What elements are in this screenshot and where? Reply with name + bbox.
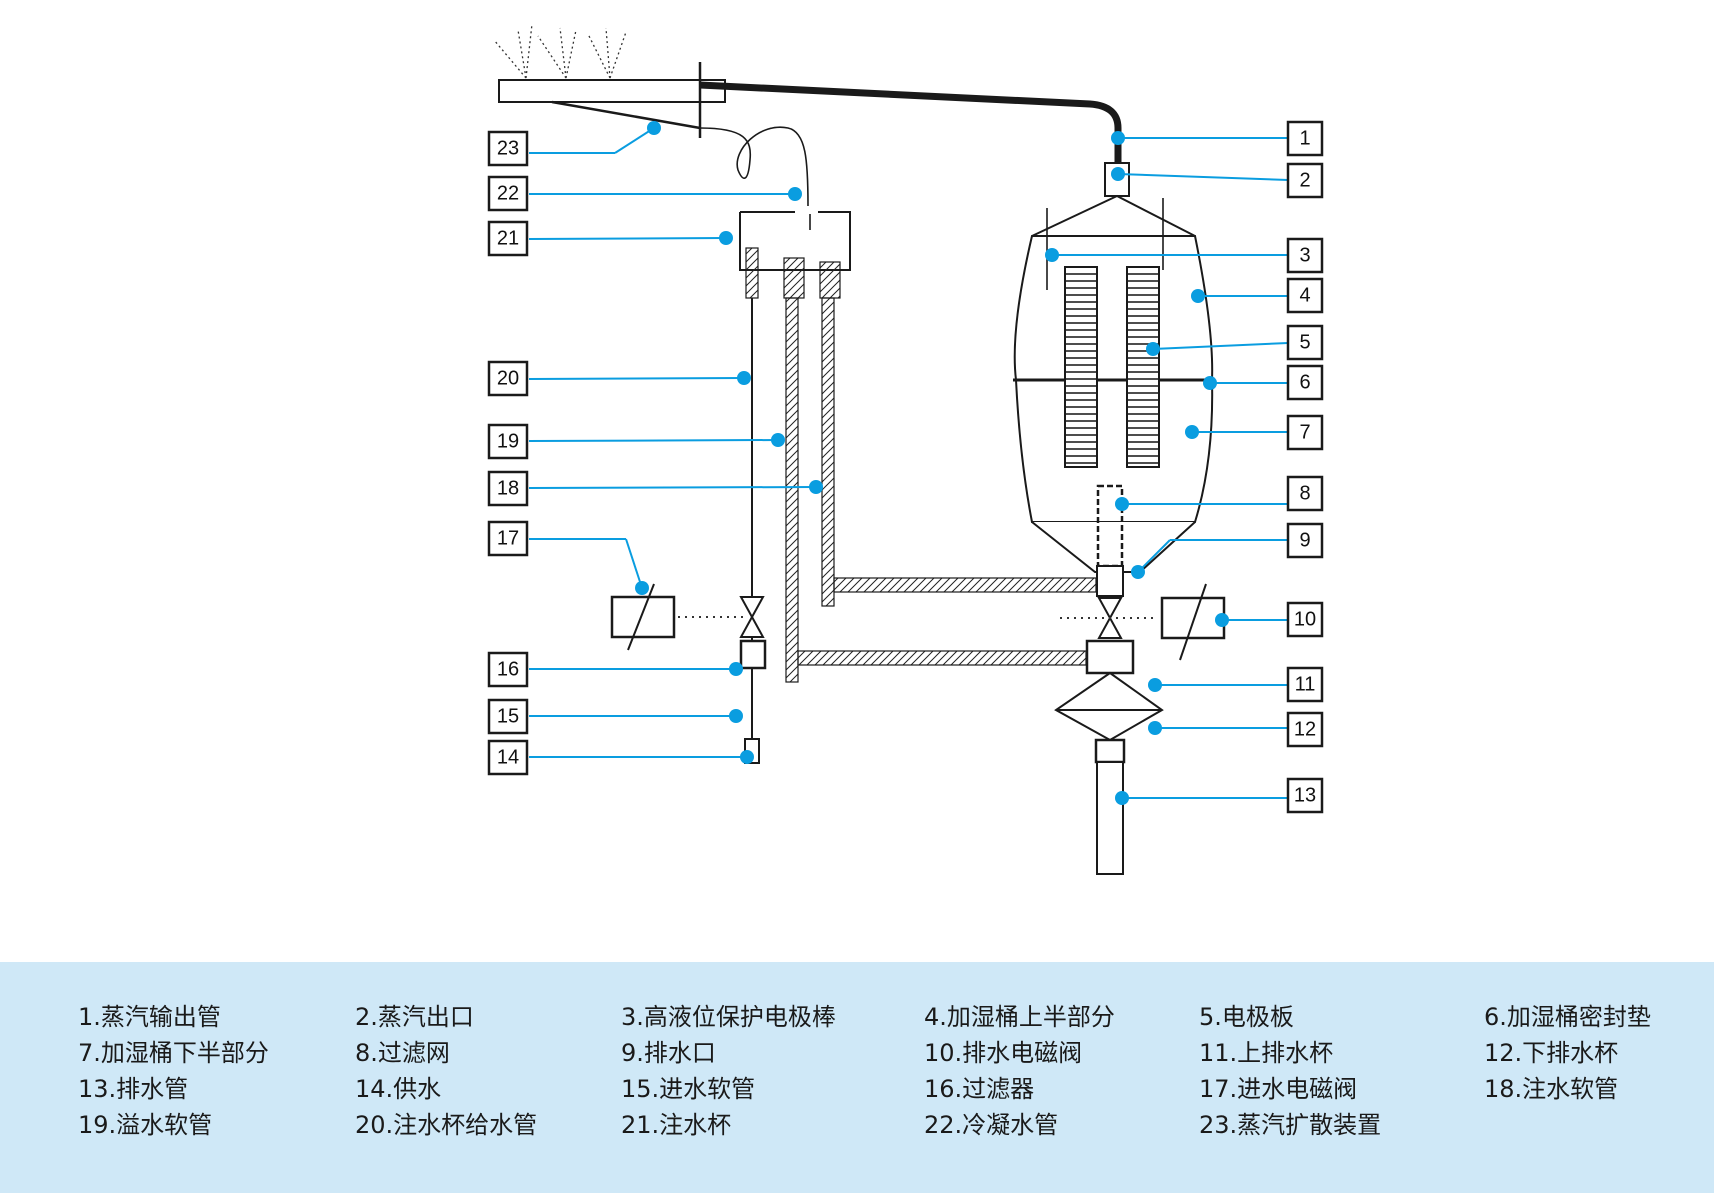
humidifier-diagram: 1 2 3 4 5 6 7 8 9 10 11 12 13 14 15 16 1… bbox=[487, 23, 1324, 875]
legend-item: 14.供水 bbox=[355, 1075, 442, 1103]
drain-solenoid-valve bbox=[1060, 583, 1226, 661]
overflow-hose bbox=[785, 297, 799, 683]
callout-7: 7 bbox=[1299, 421, 1310, 443]
legend-item: 6.加湿桶密封垫 bbox=[1484, 1003, 1651, 1031]
legend-item: 5.电极板 bbox=[1199, 1003, 1294, 1031]
legend-item: 23.蒸汽扩散装置 bbox=[1199, 1111, 1382, 1139]
callout-11: 11 bbox=[1295, 673, 1316, 695]
strainer bbox=[1096, 484, 1124, 568]
legend-item: 7.加湿桶下半部分 bbox=[78, 1039, 269, 1067]
steam-output-pipe bbox=[699, 81, 1122, 162]
condensate-pipe bbox=[699, 126, 809, 207]
legend-item: 21.注水杯 bbox=[621, 1111, 732, 1139]
legend-item: 3.高液位保护电极棒 bbox=[621, 1003, 836, 1031]
callout-23: 23 bbox=[497, 137, 519, 159]
callout-5: 5 bbox=[1299, 331, 1310, 353]
callout-3: 3 bbox=[1299, 244, 1310, 266]
electrode-plate-left bbox=[1064, 266, 1098, 468]
callout-16: 16 bbox=[497, 658, 519, 680]
legend-item: 18.注水软管 bbox=[1484, 1075, 1619, 1103]
legend-item: 15.进水软管 bbox=[621, 1075, 756, 1103]
legend-item: 9.排水口 bbox=[621, 1039, 716, 1067]
inline-filter bbox=[739, 639, 767, 670]
legend-item: 2.蒸汽出口 bbox=[355, 1003, 474, 1031]
diffuser-bracket bbox=[551, 62, 702, 138]
callout-12: 12 bbox=[1294, 718, 1316, 740]
humidifier-cylinder bbox=[1013, 194, 1214, 573]
steam-spray-icon bbox=[493, 23, 627, 79]
inlet-solenoid-valve bbox=[610, 583, 765, 651]
steam-diffuser bbox=[498, 79, 726, 103]
callout-22: 22 bbox=[497, 182, 519, 204]
callout-dots bbox=[635, 121, 1229, 805]
callout-18: 18 bbox=[497, 477, 519, 499]
callout-10: 10 bbox=[1294, 608, 1316, 630]
electrode-plate-right bbox=[1126, 266, 1160, 468]
callout-9: 9 bbox=[1299, 529, 1310, 551]
legend-item: 10.排水电磁阀 bbox=[924, 1039, 1083, 1067]
callout-4: 4 bbox=[1299, 284, 1310, 306]
legend-panel: 1.蒸汽输出管 2.蒸汽出口 3.高液位保护电极棒 4.加湿桶上半部分 5.电极… bbox=[0, 962, 1714, 1193]
drain-pipe bbox=[1096, 761, 1124, 875]
legend-item: 16.过滤器 bbox=[924, 1075, 1035, 1103]
legend-item: 22.冷凝水管 bbox=[924, 1111, 1059, 1139]
legend-item: 1.蒸汽输出管 bbox=[78, 1003, 221, 1031]
legend-item: 4.加湿桶上半部分 bbox=[924, 1003, 1115, 1031]
callout-2: 2 bbox=[1299, 169, 1310, 191]
callout-8: 8 bbox=[1299, 482, 1310, 504]
legend-item: 20.注水杯给水管 bbox=[355, 1111, 538, 1139]
callout-boxes bbox=[487, 120, 1324, 814]
callout-17: 17 bbox=[497, 527, 519, 549]
filling-cup bbox=[739, 211, 851, 271]
callout-1: 1 bbox=[1299, 127, 1310, 149]
callout-21: 21 bbox=[497, 227, 519, 249]
callout-14: 14 bbox=[497, 746, 519, 768]
legend-item: 8.过滤网 bbox=[355, 1039, 450, 1067]
callout-6: 6 bbox=[1299, 371, 1310, 393]
callout-19: 19 bbox=[497, 430, 519, 452]
callout-15: 15 bbox=[497, 705, 519, 727]
callout-lines bbox=[528, 127, 1289, 799]
drain-cup-cone bbox=[1054, 671, 1164, 742]
legend-item: 12.下排水杯 bbox=[1484, 1039, 1619, 1067]
drain-outlet bbox=[1096, 565, 1124, 597]
upper-drain-cup-body bbox=[1085, 639, 1135, 675]
legend-item: 19.溢水软管 bbox=[78, 1111, 213, 1139]
legend-item: 17.进水电磁阀 bbox=[1199, 1075, 1358, 1103]
legend-item: 11.上排水杯 bbox=[1199, 1039, 1334, 1067]
legend-item: 13.排水管 bbox=[78, 1075, 189, 1103]
callout-20: 20 bbox=[497, 367, 519, 389]
callout-13: 13 bbox=[1294, 784, 1316, 806]
filling-hose bbox=[821, 297, 835, 607]
